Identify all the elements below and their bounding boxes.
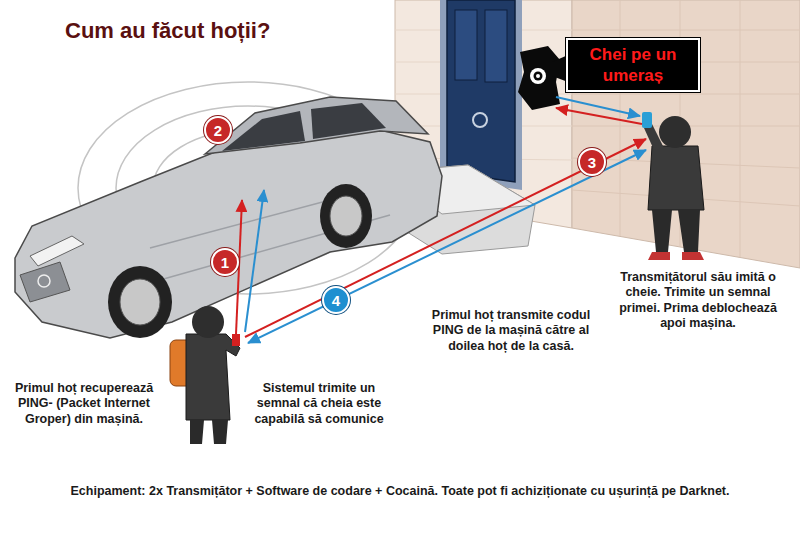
note-text: Primul hoț transmite codul PING de la ma… bbox=[420, 308, 602, 354]
key-holder-part bbox=[518, 46, 560, 110]
key-holder-part bbox=[534, 72, 543, 81]
car-part bbox=[108, 266, 172, 338]
car-part bbox=[30, 236, 84, 266]
callout-number-text: 3 bbox=[588, 155, 596, 170]
car-part bbox=[15, 130, 442, 338]
note-text: Sistemul trimite un semnal că cheia este… bbox=[243, 381, 395, 427]
car-part bbox=[311, 103, 386, 139]
diagram-title: Cum au făcut hoții? bbox=[65, 18, 270, 45]
signal-arrows-part bbox=[245, 139, 646, 337]
callout-number-text: 2 bbox=[214, 123, 222, 138]
car-part bbox=[222, 111, 305, 151]
second-thief-part bbox=[642, 112, 652, 128]
second-thief-part bbox=[652, 210, 700, 252]
second-thief-part bbox=[648, 252, 704, 260]
first-thief-part bbox=[232, 334, 240, 346]
caption-text: Echipament: 2x Transmițător + Software d… bbox=[6, 484, 794, 499]
car-part bbox=[120, 279, 160, 325]
car bbox=[15, 97, 442, 338]
second-thief-part bbox=[648, 146, 704, 210]
callout-number: 3 bbox=[578, 148, 606, 176]
car-part bbox=[330, 196, 362, 236]
second-thief bbox=[642, 112, 704, 260]
note-text: Primul hoț recuperează PING- (Packet Int… bbox=[3, 381, 165, 427]
signal-arrows bbox=[236, 97, 646, 343]
first-thief-part bbox=[192, 306, 224, 338]
front-door-part bbox=[447, 0, 515, 182]
front-door-part bbox=[473, 113, 487, 127]
callout-box: Chei pe un umeraș bbox=[566, 38, 700, 93]
callout-number: 1 bbox=[211, 248, 239, 276]
car-part bbox=[20, 262, 70, 302]
key-holder-part bbox=[536, 74, 540, 78]
callout-number-text: 1 bbox=[221, 255, 229, 270]
first-thief-part bbox=[190, 420, 228, 444]
first-thief-part bbox=[186, 334, 240, 420]
front-door-part bbox=[440, 0, 522, 190]
signal-arrows-part bbox=[556, 97, 640, 116]
car-part bbox=[320, 184, 372, 248]
key-holder bbox=[518, 46, 568, 110]
callout-number: 4 bbox=[322, 286, 350, 314]
front-door-part bbox=[485, 10, 507, 82]
front-door-part bbox=[455, 10, 477, 80]
signal-arrows-part bbox=[245, 190, 264, 332]
callout-text: Chei pe un umeraș bbox=[578, 44, 688, 87]
front-door bbox=[440, 0, 522, 190]
note-text: Transmițătorul său imită o cheie. Trimit… bbox=[612, 270, 784, 331]
callout-number-text: 4 bbox=[332, 293, 340, 308]
first-thief bbox=[170, 306, 240, 444]
signal-arrows-part bbox=[556, 108, 642, 124]
car-part bbox=[205, 97, 428, 154]
second-thief-part bbox=[659, 116, 691, 148]
car-part bbox=[38, 275, 50, 287]
key-holder-part bbox=[530, 68, 546, 84]
callout-number: 2 bbox=[204, 116, 232, 144]
